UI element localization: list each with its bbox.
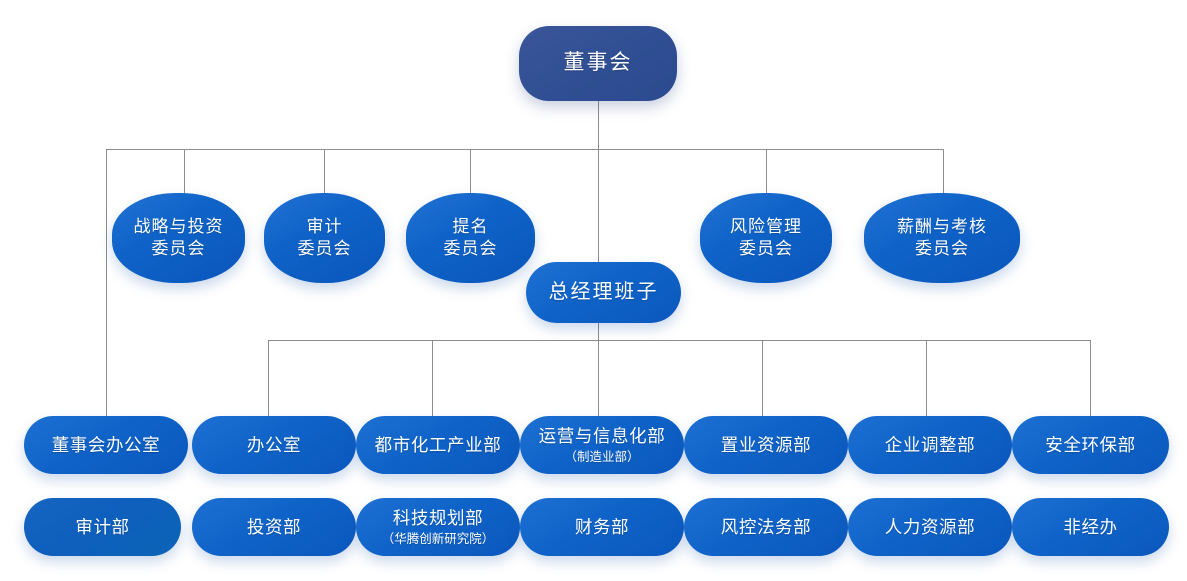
- node-label: 安全环保部: [1045, 434, 1136, 455]
- node-label: 非经办: [1063, 516, 1118, 537]
- node-sublabel: （制造业部）: [564, 449, 640, 464]
- node-dept-technology-planning[interactable]: 科技规划部 （华腾创新研究院）: [356, 498, 520, 556]
- node-label: 董事会: [563, 51, 633, 75]
- connector-department-stem-4: [762, 340, 763, 417]
- node-label-line1: 提名: [452, 217, 489, 237]
- node-label: 审计部: [75, 516, 130, 537]
- node-label: 企业调整部: [884, 434, 976, 455]
- node-dept-investment[interactable]: 投资部: [192, 498, 356, 556]
- node-dept-safety-environmental[interactable]: 安全环保部: [1012, 416, 1169, 474]
- node-committee-audit[interactable]: 审计 委员会: [264, 193, 385, 283]
- connector-gm-down-stem: [598, 322, 599, 341]
- node-dept-finance[interactable]: 财务部: [520, 498, 684, 556]
- node-label-line2: 委员会: [151, 239, 206, 258]
- connector-gm-stem: [598, 149, 599, 263]
- connector-department-stem-5: [926, 340, 927, 417]
- node-label-line1: 薪酬与考核: [897, 217, 987, 237]
- connector-committee-stem-3: [470, 149, 471, 195]
- node-dept-risk-control-legal[interactable]: 风控法务部: [684, 498, 848, 556]
- node-label-line2: 委员会: [739, 239, 793, 258]
- node-label-line1: 风险管理: [730, 217, 802, 237]
- node-label: 都市化工产业部: [374, 434, 502, 455]
- node-dept-non-operating-office[interactable]: 非经办: [1012, 498, 1169, 556]
- node-label-line2: 委员会: [443, 239, 498, 258]
- node-dept-enterprise-restructuring[interactable]: 企业调整部: [848, 416, 1012, 474]
- connector-committee-stem-4: [766, 149, 767, 195]
- node-label: 投资部: [246, 516, 302, 537]
- node-label-line2: 委员会: [297, 239, 352, 258]
- connector-department-bus: [268, 340, 1090, 341]
- node-label-line1: 战略与投资: [133, 217, 224, 237]
- node-label: 科技规划部: [392, 508, 484, 529]
- connector-board-office-spine: [106, 149, 107, 417]
- node-label-line2: 委员会: [915, 239, 969, 258]
- node-committee-strategy-investment[interactable]: 战略与投资 委员会: [112, 193, 245, 283]
- connector-committee-stem-5: [943, 149, 944, 195]
- node-label-line1: 审计: [306, 217, 343, 237]
- node-dept-board-office[interactable]: 董事会办公室: [24, 416, 188, 474]
- node-label: 财务部: [574, 516, 630, 537]
- connector-department-stem-3: [598, 340, 599, 417]
- node-dept-operations-informatization[interactable]: 运营与信息化部 （制造业部）: [520, 416, 684, 474]
- connector-committee-stem-2: [324, 149, 325, 195]
- node-label: 董事会办公室: [51, 434, 161, 455]
- node-dept-property-resources[interactable]: 置业资源部: [684, 416, 848, 474]
- node-board-of-directors[interactable]: 董事会: [519, 26, 677, 101]
- node-label: 总经理班子: [548, 280, 659, 303]
- node-dept-office[interactable]: 办公室: [192, 416, 356, 474]
- connector-committee-stem-1: [184, 149, 185, 195]
- node-label: 办公室: [246, 434, 302, 455]
- node-dept-human-resources[interactable]: 人力资源部: [848, 498, 1012, 556]
- node-label: 运营与信息化部: [538, 426, 666, 447]
- node-label: 风控法务部: [720, 516, 812, 537]
- connector-department-stem-6: [1090, 340, 1091, 417]
- node-sublabel: （华腾创新研究院）: [381, 531, 495, 546]
- node-label: 人力资源部: [884, 516, 976, 537]
- connector-committee-bus: [106, 149, 944, 150]
- connector-root-stem: [598, 100, 599, 149]
- node-committee-compensation-appraisal[interactable]: 薪酬与考核 委员会: [864, 193, 1020, 283]
- node-committee-risk-management[interactable]: 风险管理 委员会: [700, 193, 832, 283]
- connector-department-stem-1: [268, 340, 269, 417]
- node-label: 置业资源部: [720, 434, 812, 455]
- node-committee-nomination[interactable]: 提名 委员会: [406, 193, 535, 283]
- node-general-manager-team[interactable]: 总经理班子: [526, 262, 681, 323]
- connector-department-stem-2: [432, 340, 433, 417]
- node-dept-urban-chemical-industry[interactable]: 都市化工产业部: [356, 416, 520, 474]
- node-dept-audit[interactable]: 审计部: [24, 498, 181, 556]
